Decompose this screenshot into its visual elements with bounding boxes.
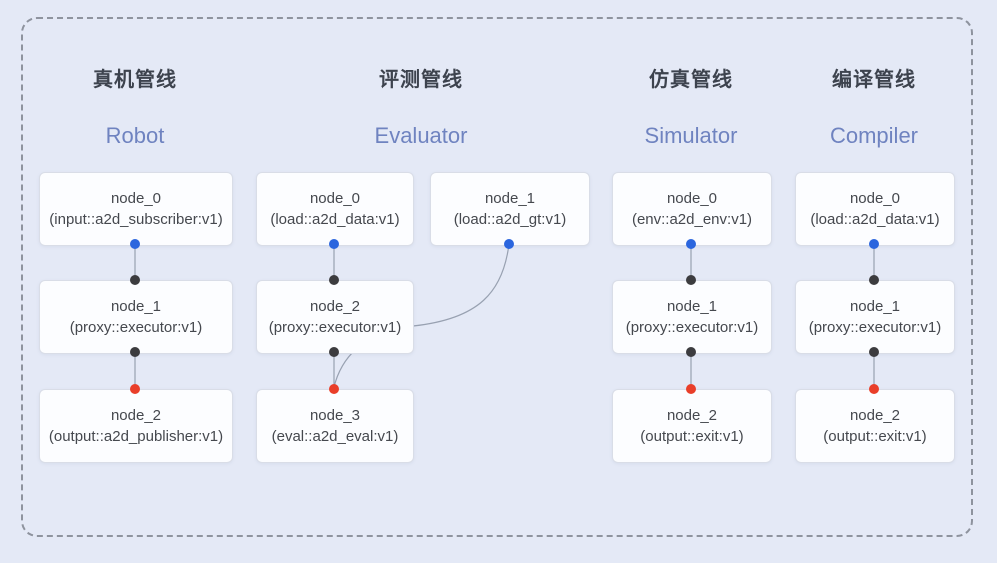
pipeline-title-cn-robot: 真机管线 — [93, 69, 177, 91]
node-compiler-0: node_0 (load::a2d_data:v1) — [795, 172, 955, 246]
node-name: node_1 — [110, 297, 162, 315]
node-type: (load::a2d_data:v1) — [270, 210, 400, 228]
port-dark-dot — [329, 347, 339, 357]
node-evaluator-1: node_1 (load::a2d_gt:v1) — [430, 172, 590, 246]
pipeline-title-en-simulator: Simulator — [644, 123, 738, 148]
node-name: node_1 — [484, 189, 536, 207]
port-red-dot — [130, 384, 140, 394]
node-name: node_2 — [849, 406, 901, 424]
pipeline-title-cn-compiler: 编译管线 — [832, 69, 916, 91]
node-name: node_2 — [110, 406, 162, 424]
node-type: (load::a2d_gt:v1) — [453, 210, 567, 228]
pipeline-title-cn-simulator: 仿真管线 — [649, 69, 733, 91]
node-name: node_2 — [666, 406, 718, 424]
node-evaluator-3: node_3 (eval::a2d_eval:v1) — [256, 389, 414, 463]
node-type: (input::a2d_subscriber:v1) — [49, 210, 223, 228]
node-name: node_0 — [849, 189, 901, 207]
port-blue-dot — [504, 239, 514, 249]
node-type: (load::a2d_data:v1) — [810, 210, 940, 228]
node-type: (output::exit:v1) — [823, 427, 927, 445]
node-type: (proxy::executor:v1) — [69, 318, 203, 336]
node-robot-1: node_1 (proxy::executor:v1) — [39, 280, 233, 354]
port-dark-dot — [869, 347, 879, 357]
node-type: (output::exit:v1) — [640, 427, 744, 445]
port-blue-dot — [130, 239, 140, 249]
pipeline-title-cn-evaluator: 评测管线 — [379, 69, 463, 91]
port-blue-dot — [686, 239, 696, 249]
port-dark-dot — [686, 347, 696, 357]
node-simulator-2: node_2 (output::exit:v1) — [612, 389, 772, 463]
node-name: node_0 — [666, 189, 718, 207]
node-name: node_0 — [110, 189, 162, 207]
port-blue-dot — [329, 239, 339, 249]
node-evaluator-2: node_2 (proxy::executor:v1) — [256, 280, 414, 354]
port-red-dot — [686, 384, 696, 394]
dashed-group-border — [21, 17, 973, 537]
node-simulator-1: node_1 (proxy::executor:v1) — [612, 280, 772, 354]
node-robot-2: node_2 (output::a2d_publisher:v1) — [39, 389, 233, 463]
node-name: node_0 — [309, 189, 361, 207]
port-dark-dot — [329, 275, 339, 285]
node-name: node_2 — [309, 297, 361, 315]
node-type: (proxy::executor:v1) — [808, 318, 942, 336]
node-name: node_1 — [849, 297, 901, 315]
node-robot-0: node_0 (input::a2d_subscriber:v1) — [39, 172, 233, 246]
node-evaluator-0: node_0 (load::a2d_data:v1) — [256, 172, 414, 246]
port-red-dot — [869, 384, 879, 394]
pipeline-title-en-evaluator: Evaluator — [374, 123, 468, 148]
node-type: (output::a2d_publisher:v1) — [48, 427, 224, 445]
node-compiler-1: node_1 (proxy::executor:v1) — [795, 280, 955, 354]
node-type: (proxy::executor:v1) — [268, 318, 402, 336]
node-name: node_1 — [666, 297, 718, 315]
node-compiler-2: node_2 (output::exit:v1) — [795, 389, 955, 463]
node-name: node_3 — [309, 406, 361, 424]
port-dark-dot — [130, 347, 140, 357]
pipeline-title-en-compiler: Compiler — [829, 123, 919, 148]
node-simulator-0: node_0 (env::a2d_env:v1) — [612, 172, 772, 246]
port-dark-dot — [130, 275, 140, 285]
port-red-dot — [329, 384, 339, 394]
node-type: (proxy::executor:v1) — [625, 318, 759, 336]
port-blue-dot — [869, 239, 879, 249]
port-dark-dot — [686, 275, 696, 285]
node-type: (eval::a2d_eval:v1) — [271, 427, 399, 445]
pipeline-title-en-robot: Robot — [105, 123, 165, 148]
node-type: (env::a2d_env:v1) — [631, 210, 753, 228]
port-dark-dot — [869, 275, 879, 285]
